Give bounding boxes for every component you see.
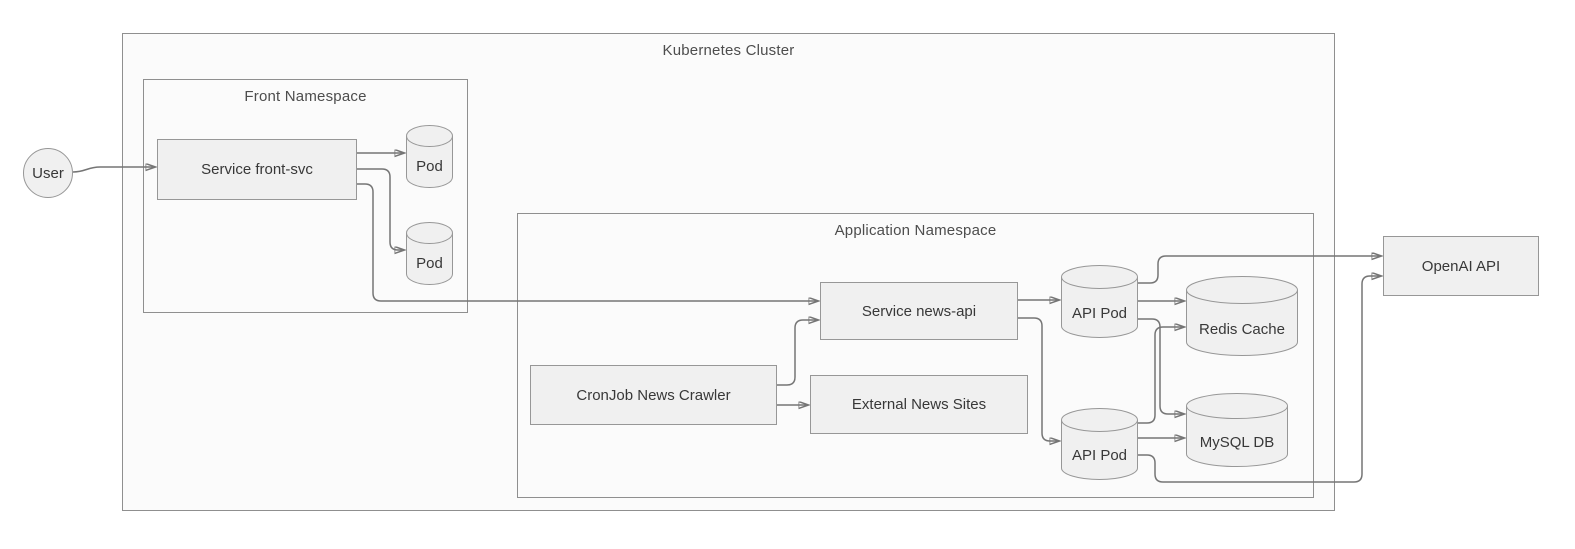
- cylinder-shape: [1186, 393, 1288, 467]
- node-openai-api: OpenAI API: [1383, 236, 1539, 296]
- edge-api-pod-2-redis: [1138, 327, 1184, 424]
- node-user-label: User: [32, 164, 64, 182]
- node-api-pod-1: API Pod: [1061, 265, 1138, 339]
- application-namespace-title: Application Namespace: [834, 222, 997, 239]
- cylinder-shape: [1061, 408, 1138, 480]
- cylinder-shape: [406, 222, 453, 285]
- cluster-title: Kubernetes Cluster: [662, 42, 795, 59]
- edge-news-api-api-pod-2: [1018, 317, 1059, 441]
- node-mysql-db-label: MySQL DB: [1199, 433, 1275, 451]
- edge-cronjob-news-api: [777, 320, 818, 386]
- cylinder-shape: [1061, 265, 1138, 338]
- edge-user-front-svc: [72, 167, 155, 173]
- node-external-news-sites-label: External News Sites: [851, 396, 987, 413]
- front-namespace-title: Front Namespace: [244, 88, 367, 105]
- node-api-pod-2-label: API Pod: [1071, 447, 1128, 464]
- cylinder-shape: [406, 125, 453, 188]
- node-api-pod-2: API Pod: [1061, 408, 1138, 481]
- node-service-news-api-label: Service news-api: [861, 302, 977, 320]
- edge-api-pod-1-openai: [1138, 256, 1381, 284]
- node-front-pod-1: Pod: [406, 125, 453, 188]
- node-openai-api-label: OpenAI API: [1421, 257, 1501, 275]
- node-service-news-api: Service news-api: [820, 282, 1018, 340]
- node-service-front-svc-label: Service front-svc: [201, 161, 313, 178]
- node-redis-cache: Redis Cache: [1186, 276, 1298, 356]
- node-user: User: [23, 148, 73, 198]
- node-cronjob-news-crawler: CronJob News Crawler: [530, 365, 777, 425]
- edge-front-svc-pod-2: [357, 168, 404, 250]
- node-external-news-sites: External News Sites: [810, 375, 1028, 434]
- node-front-pod-2-label: Pod: [416, 255, 443, 272]
- cylinder-shape: [1186, 276, 1298, 356]
- node-api-pod-1-label: API Pod: [1071, 304, 1128, 322]
- node-cronjob-news-crawler-label: CronJob News Crawler: [576, 386, 731, 404]
- edge-api-pod-2-openai: [1138, 276, 1381, 483]
- node-redis-cache-label: Redis Cache: [1199, 320, 1285, 338]
- node-front-pod-2: Pod: [406, 222, 453, 285]
- edge-api-pod-1-mysql: [1138, 318, 1184, 414]
- container-application-namespace: Application Namespace: [517, 213, 1314, 498]
- node-service-front-svc: Service front-svc: [157, 139, 357, 200]
- node-front-pod-1-label: Pod: [416, 158, 443, 175]
- edge-front-svc-news-api: [357, 183, 818, 301]
- node-mysql-db: MySQL DB: [1186, 393, 1288, 467]
